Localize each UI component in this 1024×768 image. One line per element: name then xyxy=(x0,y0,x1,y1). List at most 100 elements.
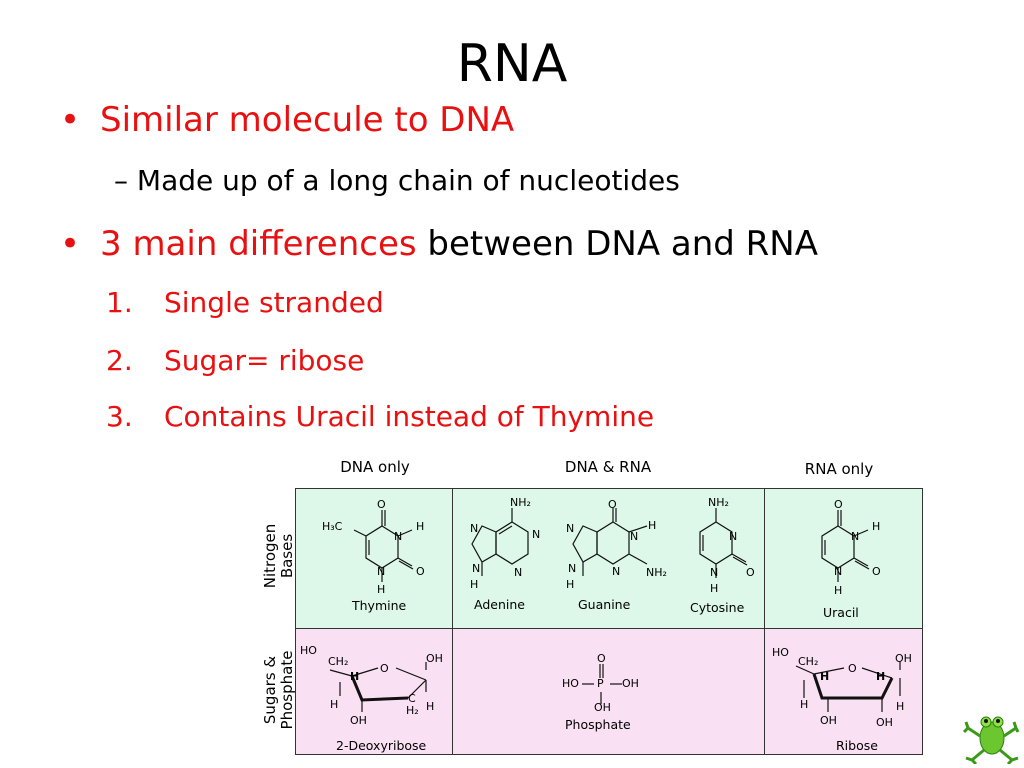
label-deoxyribose: 2-Deoxyribose xyxy=(336,738,427,753)
atom-label: HO xyxy=(562,677,579,690)
list-item: 1. Single stranded xyxy=(106,286,384,320)
label-uracil: Uracil xyxy=(823,605,859,620)
atom-label: NH₂ xyxy=(510,496,531,509)
bullet-2-black-text: between DNA and RNA xyxy=(416,224,819,264)
atom-label: H xyxy=(377,583,386,596)
ribose-structure xyxy=(795,662,901,712)
atom-label: H xyxy=(896,700,905,713)
label-thymine: Thymine xyxy=(352,598,407,613)
atom-label: H xyxy=(416,520,425,533)
sub-bullet-text: Made up of a long chain of nucleotides xyxy=(136,164,680,197)
bullet-2-red-text: 3 main differences xyxy=(100,224,417,264)
atom-label: N xyxy=(568,562,577,575)
row-label-sugars: Sugars &Phosphate xyxy=(261,650,296,730)
atom-label: H xyxy=(426,700,435,713)
frog-logo-icon xyxy=(962,716,1020,764)
atom-label: NH₂ xyxy=(708,496,729,509)
atom-label: N xyxy=(394,530,403,543)
atom-label: H xyxy=(800,698,809,711)
atom-label: CH₂ xyxy=(798,655,819,668)
label-phosphate: Phosphate xyxy=(565,717,631,732)
atom-label: H xyxy=(872,520,881,533)
uracil-structure xyxy=(821,510,870,582)
cell-thymine xyxy=(295,488,453,629)
atom-label: O xyxy=(608,498,617,511)
adenine-structure xyxy=(471,508,529,576)
atom-label: OH xyxy=(622,677,639,690)
dash-icon: – xyxy=(114,164,137,197)
atom-label: N xyxy=(710,566,719,579)
bullet-differences: • 3 main differences between DNA and RNA xyxy=(60,224,818,264)
cell-ribose xyxy=(764,628,923,755)
thymine-structure xyxy=(353,510,414,582)
atom-label: H xyxy=(330,698,339,711)
atom-label: H xyxy=(350,670,360,683)
col-header-dna-only: DNA only xyxy=(340,458,410,476)
atom-label: O xyxy=(848,662,857,675)
guanine-structure xyxy=(572,508,648,576)
atom-label: H₂ xyxy=(406,704,419,717)
list-text: Single stranded xyxy=(164,286,384,319)
list-text: Sugar= ribose xyxy=(164,344,365,377)
atom-label: H xyxy=(876,670,886,683)
atom-label: O xyxy=(872,565,881,578)
bullet-dot-icon: • xyxy=(60,224,81,264)
atom-label: H xyxy=(710,582,719,595)
label-guanine: Guanine xyxy=(578,597,631,612)
list-number: 2. xyxy=(106,344,133,377)
atom-label: HO xyxy=(300,644,317,657)
atom-label: O xyxy=(597,652,606,665)
atom-label: OH xyxy=(350,714,367,727)
atom-label: O xyxy=(834,498,843,511)
atom-label: H xyxy=(470,578,479,591)
list-item: 2. Sugar= ribose xyxy=(106,344,364,378)
list-number: 1. xyxy=(106,286,133,319)
atom-label: O xyxy=(746,566,755,579)
cell-deoxyribose xyxy=(295,628,453,755)
col-header-dna-rna: DNA & RNA xyxy=(564,458,652,476)
atom-label: P xyxy=(597,677,604,690)
atom-label: H xyxy=(834,584,843,597)
atom-label: N xyxy=(834,565,843,578)
atom-label: N xyxy=(514,566,523,579)
deoxyribose-structure xyxy=(329,662,427,712)
list-text: Contains Uracil instead of Thymine xyxy=(164,400,655,433)
atom-label: N xyxy=(470,522,479,535)
atom-label: OH xyxy=(876,716,893,729)
atom-label: N xyxy=(851,530,860,543)
atom-label: HO xyxy=(772,646,789,659)
atom-label: N xyxy=(532,528,541,541)
label-ribose: Ribose xyxy=(836,738,878,753)
atom-label: N xyxy=(377,565,386,578)
bullet-similar: • Similar molecule to DNA xyxy=(60,100,514,140)
list-item: 3. Contains Uracil instead of Thymine xyxy=(106,400,654,434)
atom-label: H xyxy=(566,578,575,591)
atom-label: N xyxy=(630,530,639,543)
list-number: 3. xyxy=(106,400,133,433)
cytosine-structure xyxy=(699,508,748,578)
bullet-dot-icon: • xyxy=(60,100,81,140)
atom-label: O xyxy=(416,565,425,578)
slide-title: RNA xyxy=(456,34,568,94)
atom-label: OH xyxy=(820,714,837,727)
col-header-rna-only: RNA only xyxy=(804,460,874,478)
label-adenine: Adenine xyxy=(474,597,525,612)
atom-label: N xyxy=(472,562,481,575)
atom-label: N xyxy=(566,522,575,535)
atom-label: C xyxy=(408,692,416,705)
atom-label: O xyxy=(377,498,386,511)
atom-label: H xyxy=(820,670,830,683)
atom-label: OH xyxy=(426,652,443,665)
bullet-1-text: Similar molecule to DNA xyxy=(100,100,515,140)
atom-label: OH xyxy=(594,701,611,714)
atom-label: N xyxy=(612,565,621,578)
phosphate-structure xyxy=(582,664,622,704)
atom-label: O xyxy=(380,662,389,675)
atom-label: H₃C xyxy=(322,520,343,533)
label-cytosine: Cytosine xyxy=(690,600,745,615)
atom-label: H xyxy=(648,519,657,532)
atom-label: CH₂ xyxy=(328,655,349,668)
cell-phosphate xyxy=(452,628,765,755)
atom-label: N xyxy=(729,530,738,543)
